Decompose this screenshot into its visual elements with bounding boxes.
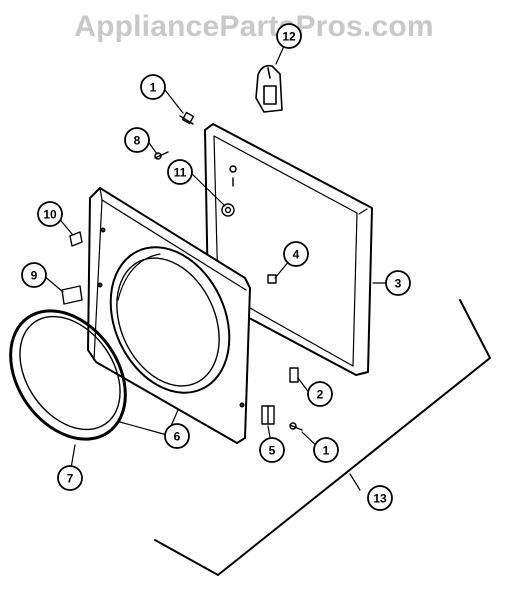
callout-8 — [124, 127, 150, 153]
callout-11 — [167, 159, 193, 185]
callout-label: 1 — [323, 444, 330, 458]
callout-5 — [259, 437, 285, 463]
callout-label: 8 — [134, 134, 141, 148]
callout-4 — [283, 241, 309, 267]
callout-13 — [367, 485, 393, 511]
callout-label: 4 — [293, 248, 300, 262]
callout-label: 2 — [317, 388, 324, 402]
part-1-screw-bottom — [289, 422, 303, 431]
callout-7 — [57, 465, 83, 491]
part-5-hinge — [261, 405, 275, 425]
callouts — [21, 23, 411, 511]
callout-6 — [164, 423, 190, 449]
part-8-screw — [154, 151, 169, 160]
callout-1-top — [140, 74, 166, 100]
part-2-hinge — [289, 367, 299, 383]
callout-label: 6 — [174, 430, 181, 444]
part-9-latch — [61, 285, 83, 305]
callout-1-bottom — [313, 437, 339, 463]
part-11-grommet — [221, 203, 235, 217]
callout-label: 11 — [174, 166, 187, 180]
callout-label: 3 — [395, 277, 402, 291]
callout-labels: 1 8 11 10 9 4 3 2 6 5 1 7 13 12 — [31, 30, 402, 506]
callout-label: 13 — [373, 492, 387, 506]
part-10-clip — [69, 231, 83, 247]
base-outline — [154, 299, 491, 576]
part-4-clip — [267, 274, 277, 284]
watermark: AppliancePartsPros.com — [74, 10, 434, 43]
part-6-front-panel — [87, 187, 251, 444]
callout-label: 7 — [67, 472, 74, 486]
part-1-screw-top — [179, 111, 195, 125]
callout-2 — [307, 381, 333, 407]
callout-10 — [37, 201, 63, 227]
callout-label: 9 — [31, 269, 38, 283]
callout-label: 10 — [43, 208, 57, 222]
callout-label: 1 — [150, 81, 157, 95]
callout-label: 5 — [269, 444, 276, 458]
callout-label: 12 — [282, 30, 296, 44]
part-12-bracket — [255, 64, 283, 113]
callout-9 — [21, 262, 47, 288]
part-7-door-ring — [9, 309, 127, 441]
callout-3 — [385, 270, 411, 296]
callout-12 — [276, 23, 302, 49]
